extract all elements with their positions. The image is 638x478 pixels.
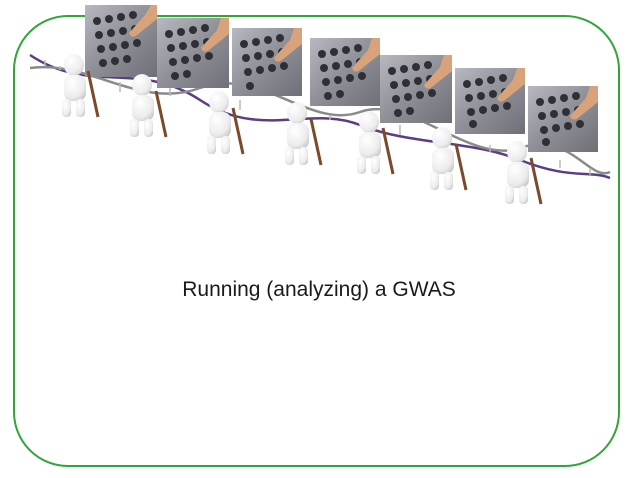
figure-1 bbox=[62, 54, 100, 118]
figure-6 bbox=[430, 127, 468, 191]
gwas-illustration bbox=[29, 5, 611, 205]
figure-3 bbox=[207, 91, 245, 155]
calculator-5 bbox=[380, 55, 452, 123]
calculator-7 bbox=[528, 86, 598, 152]
figure-2 bbox=[130, 74, 168, 138]
calculator-4 bbox=[310, 38, 380, 106]
calculator-6 bbox=[455, 68, 525, 134]
calculator-2 bbox=[157, 18, 229, 88]
figure-7 bbox=[505, 141, 543, 205]
calculator-1 bbox=[85, 5, 157, 77]
slide-title: Running (analyzing) a GWAS bbox=[182, 278, 456, 301]
figures bbox=[62, 54, 543, 205]
figure-5 bbox=[357, 111, 395, 175]
calculators bbox=[85, 5, 598, 152]
calculator-3 bbox=[232, 28, 302, 96]
figure-4 bbox=[285, 102, 323, 166]
slide-frame bbox=[13, 15, 620, 467]
